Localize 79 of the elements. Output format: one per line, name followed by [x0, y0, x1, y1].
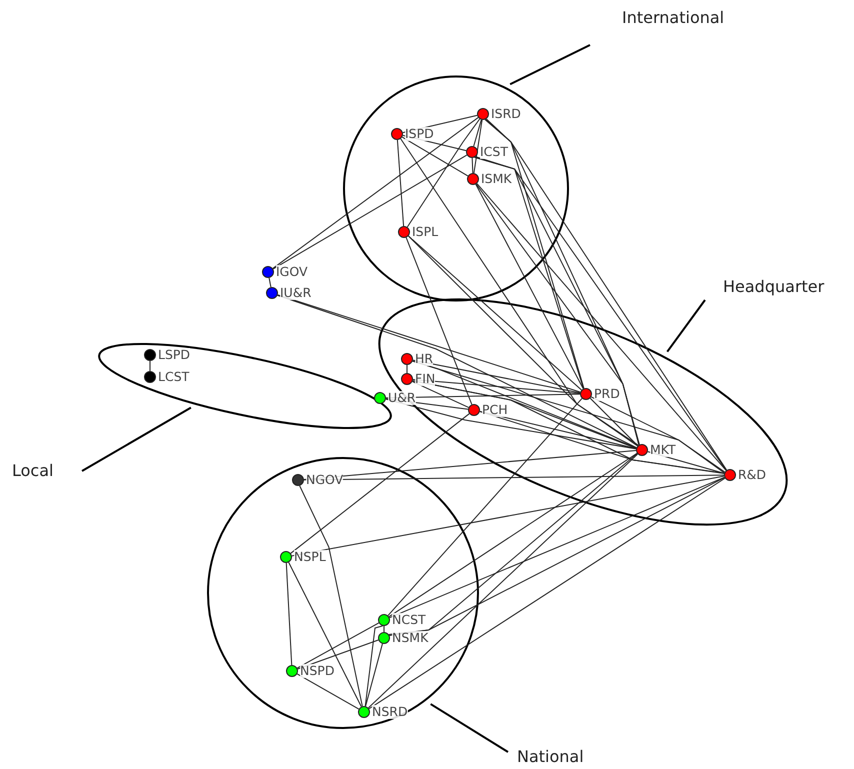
network-link — [365, 643, 383, 707]
group-ellipse — [378, 299, 788, 525]
network-link — [402, 114, 478, 134]
node-label: IGOV — [276, 265, 308, 279]
network-link — [408, 236, 638, 446]
network-link — [388, 398, 582, 616]
network-link — [385, 398, 469, 410]
network-link — [277, 294, 581, 393]
node-label: ISPD — [405, 127, 434, 141]
network-link — [272, 117, 479, 269]
network-link — [277, 294, 637, 448]
node-label: LCST — [158, 370, 190, 384]
node-label: IU&R — [280, 286, 312, 300]
network-link — [590, 398, 638, 446]
network-link — [396, 139, 404, 227]
network-link — [297, 640, 379, 670]
network-link — [484, 119, 584, 389]
network-link — [406, 237, 472, 405]
node-label: ISRD — [491, 107, 521, 121]
network-link — [296, 622, 380, 669]
network-link — [412, 360, 581, 394]
network-link — [647, 451, 725, 474]
node-label: MKT — [650, 443, 676, 457]
network-link — [303, 450, 637, 480]
network-link — [288, 562, 362, 708]
node-label: ICST — [480, 145, 508, 159]
network-link — [479, 410, 637, 450]
node-label: NSPL — [294, 550, 326, 564]
network-link — [402, 136, 468, 176]
group-circle — [343, 75, 569, 302]
node-label: ISMK — [481, 172, 512, 186]
node-label: U&R — [388, 391, 416, 405]
node-label: NSMK — [392, 631, 428, 645]
node-label: NSPD — [300, 664, 334, 678]
group-title: National — [517, 747, 584, 766]
network-link — [304, 474, 724, 480]
network-link — [590, 396, 726, 473]
node-label: PRD — [594, 387, 620, 401]
network-link — [299, 485, 363, 707]
network-link — [473, 119, 482, 147]
network-link — [412, 381, 470, 408]
network-link — [386, 394, 580, 398]
leader-line — [82, 406, 192, 472]
network-link — [485, 118, 640, 446]
node-label: R&D — [738, 468, 766, 482]
network-link — [412, 379, 581, 394]
network-link — [290, 413, 470, 554]
network-link — [472, 158, 474, 174]
network-link — [296, 673, 360, 710]
network-link — [402, 134, 467, 152]
network-link — [368, 478, 726, 710]
network-link — [412, 360, 725, 474]
node-label: NSRD — [372, 705, 408, 719]
network-link — [286, 562, 292, 666]
leader-line — [430, 703, 509, 753]
node-label: FIN — [415, 372, 436, 386]
node-label: HR — [415, 352, 434, 366]
node-label: PCH — [482, 403, 508, 417]
node-label: ISPL — [412, 225, 438, 239]
network-link — [364, 625, 384, 707]
group-title: Local — [12, 461, 54, 480]
network-link — [479, 410, 725, 474]
network-link — [368, 454, 638, 708]
leader-line — [510, 44, 590, 86]
network-link — [272, 154, 468, 270]
leader-line — [666, 299, 706, 352]
network-link — [412, 360, 637, 448]
group-title: Headquarter — [723, 277, 824, 296]
node-label: NGOV — [306, 473, 344, 487]
node-label: LSPD — [158, 348, 190, 362]
network-link — [473, 119, 483, 174]
network-link — [268, 277, 272, 288]
network-link — [291, 476, 725, 556]
node-label: NCST — [392, 613, 426, 627]
network-link — [406, 118, 480, 228]
network-link — [385, 398, 637, 450]
network-link — [400, 138, 639, 446]
group-title: International — [622, 8, 724, 27]
network-link — [406, 364, 408, 374]
